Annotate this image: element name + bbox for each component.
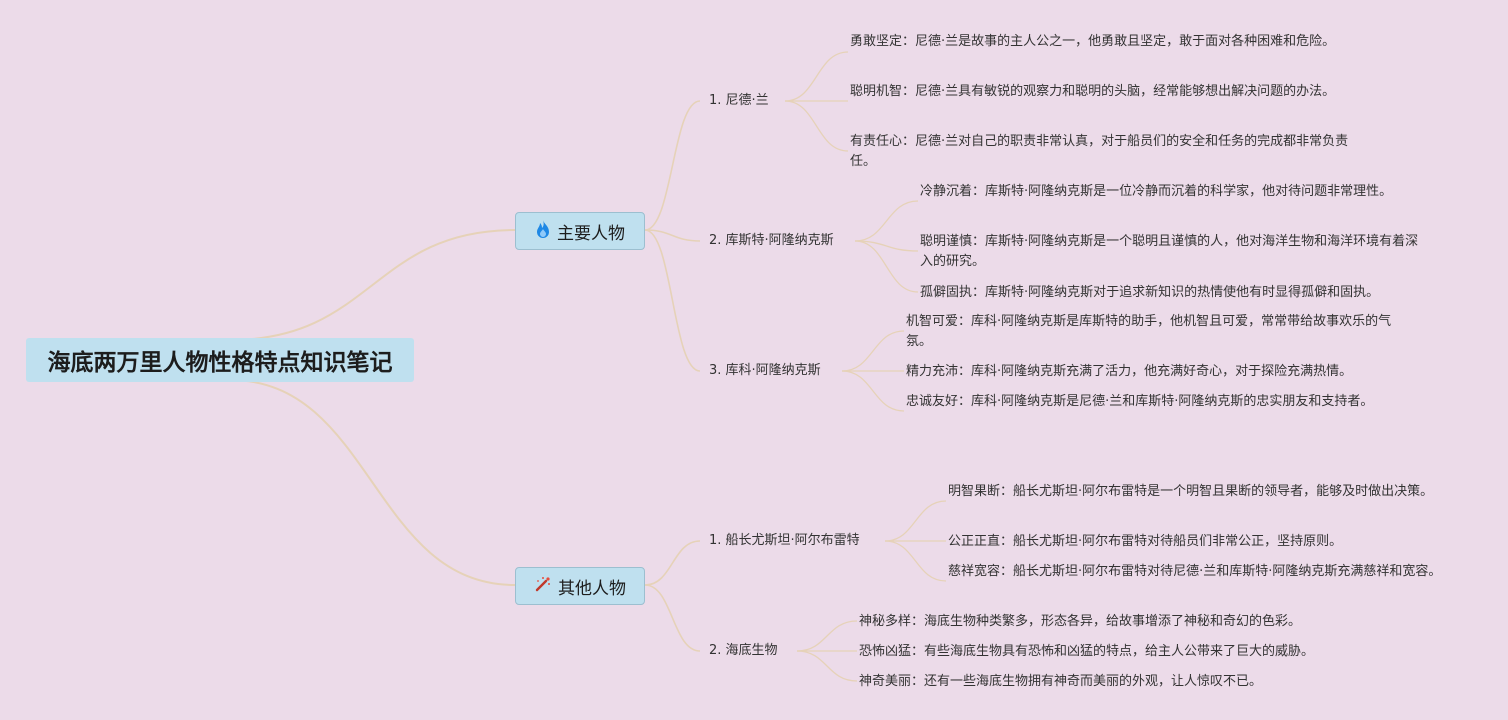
subtopic-ned-land[interactable]: 1. 尼德·兰 [709,93,769,108]
leaf-item[interactable]: 神秘多样：海底生物种类繁多，形态各异，给故事增添了神秘和奇幻的色彩。 [859,614,1302,629]
leaf-item[interactable]: 神奇美丽：还有一些海底生物拥有神奇而美丽的外观，让人惊叹不已。 [859,674,1263,689]
leaf-item[interactable]: 聪明机智：尼德·兰具有敏锐的观察力和聪明的头脑，经常能够想出解决问题的办法。 [850,84,1336,99]
connector [796,620,858,652]
connector [854,240,919,252]
connector [796,650,858,682]
branch-label: 其他人物 [558,578,626,599]
leaf-item[interactable]: 精力充沛：库科·阿隆纳克斯充满了活力，他充满好奇心，对于探险充满热情。 [906,364,1353,379]
branch-label: 主要人物 [557,223,625,244]
connector [784,100,849,152]
branch-main-characters[interactable]: 主要人物 [515,212,645,250]
connector [644,229,701,242]
leaf-item[interactable]: 有责任心：尼德·兰对自己的职责非常认真，对于船员们的安全和任务的完成都非常负责任… [850,134,1349,169]
fire-icon [535,219,551,244]
connector [854,200,919,242]
leaf-item[interactable]: 忠诚友好：库科·阿隆纳克斯是尼德·兰和库斯特·阿隆纳克斯的忠实朋友和支持者。 [906,394,1374,409]
connector [841,330,905,372]
branch-other-characters[interactable]: 其他人物 [515,567,645,605]
leaf-item[interactable]: 慈祥宽容：船长尤斯坦·阿尔布雷特对待尼德·兰和库斯特·阿隆纳克斯充满慈祥和宽容。 [948,564,1442,579]
subtopic-captain[interactable]: 1. 船长尤斯坦·阿尔布雷特 [709,533,860,548]
subtopic-sea-creatures[interactable]: 2. 海底生物 [709,643,778,658]
subtopic-conseil[interactable]: 3. 库科·阿隆纳克斯 [709,363,821,378]
connector [644,229,701,372]
connector [841,370,905,412]
connector [854,240,919,293]
root-node[interactable]: 海底两万里人物性格特点知识笔记 [26,338,414,382]
connector [644,584,701,652]
leaf-item[interactable]: 勇敢坚定：尼德·兰是故事的主人公之一，他勇敢且坚定，敢于面对各种困难和危险。 [850,34,1336,49]
leaf-item[interactable]: 孤僻固执：库斯特·阿隆纳克斯对于追求新知识的热情使他有时显得孤僻和固执。 [920,285,1380,300]
leaf-item[interactable]: 冷静沉着：库斯特·阿隆纳克斯是一位冷静而沉着的科学家，他对待问题非常理性。 [920,184,1393,199]
connector [644,540,701,586]
connector [229,379,516,586]
connector [784,51,849,102]
subtopic-aronnax[interactable]: 2. 库斯特·阿隆纳克斯 [709,233,834,248]
magic-wand-icon [534,575,552,598]
connector [884,540,947,582]
leaf-item[interactable]: 机智可爱：库科·阿隆纳克斯是库斯特的助手，他机智且可爱，常常带给故事欢乐的气氛。 [906,314,1392,349]
leaf-item[interactable]: 恐怖凶猛：有些海底生物具有恐怖和凶猛的特点，给主人公带来了巨大的威胁。 [859,644,1315,659]
leaf-item[interactable]: 聪明谨慎：库斯特·阿隆纳克斯是一个聪明且谨慎的人，他对海洋生物和海洋环境有着深入… [920,234,1419,269]
connector [644,100,701,231]
leaf-item[interactable]: 公正正直：船长尤斯坦·阿尔布雷特对待船员们非常公正，坚持原则。 [948,534,1343,549]
leaf-item[interactable]: 明智果断：船长尤斯坦·阿尔布雷特是一个明智且果断的领导者，能够及时做出决策。 [948,484,1434,499]
connector [229,229,516,341]
connector [884,500,947,542]
